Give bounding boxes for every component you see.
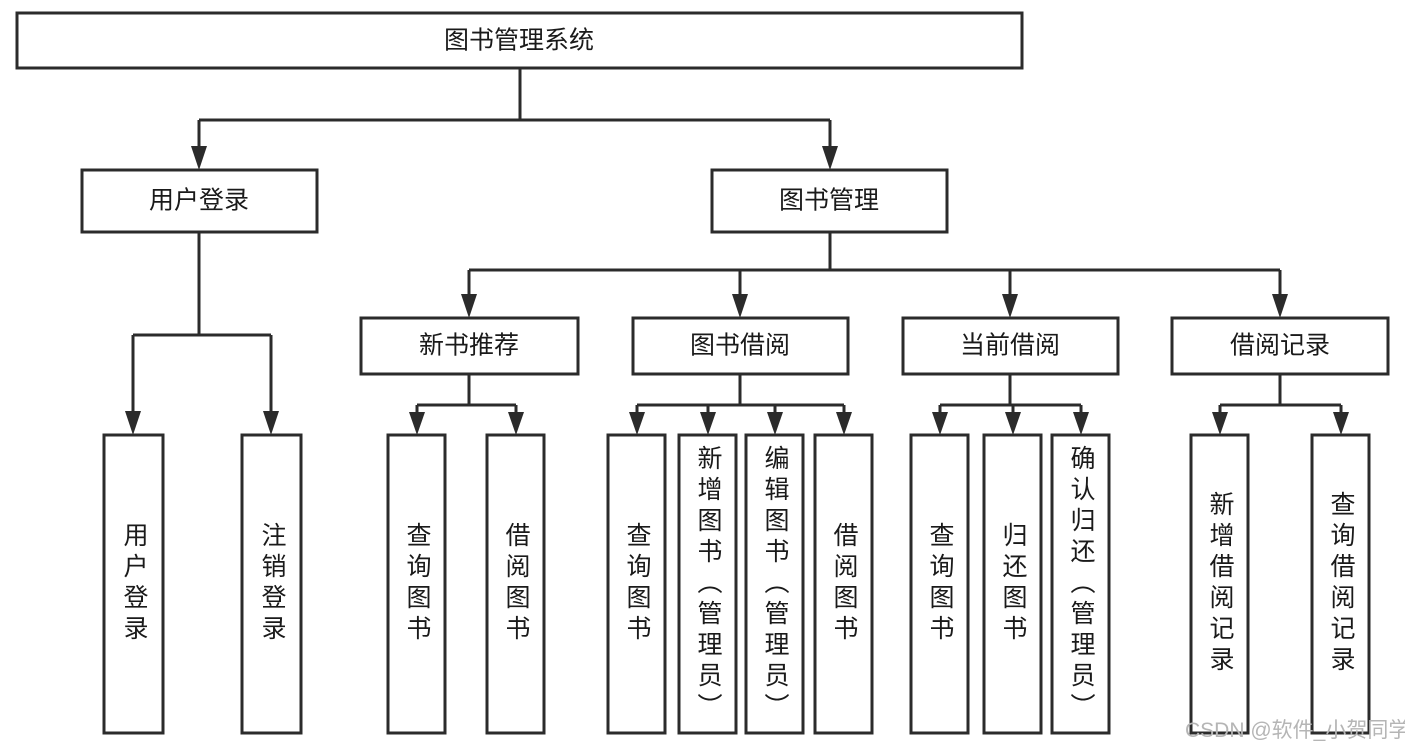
node-current-borrow[interactable]: 当前借阅 bbox=[901, 316, 1120, 376]
arrowhead-leaf-add-book bbox=[700, 412, 716, 435]
node-current-borrow-label: 当前借阅 bbox=[960, 332, 1060, 360]
arrowhead-leaf-edit-book bbox=[767, 412, 783, 435]
arrowhead-leaf-confirm-return bbox=[1073, 412, 1089, 435]
arrowhead-leaf-query-book-3 bbox=[932, 412, 948, 435]
arrowhead-borrow-record bbox=[1272, 294, 1288, 318]
node-leaf-edit-book-rect[interactable] bbox=[744, 433, 805, 735]
node-new-book-rec[interactable]: 新书推荐 bbox=[359, 316, 580, 376]
arrowhead-leaf-query-book-1 bbox=[409, 412, 425, 435]
node-leaf-borrow-book-2-rect[interactable] bbox=[813, 433, 874, 735]
connector-layer bbox=[125, 68, 1349, 435]
node-leaf-query-book-1-rect[interactable] bbox=[386, 433, 447, 735]
arrowhead-user-login bbox=[191, 146, 207, 170]
node-leaf-add-record-rect[interactable] bbox=[1189, 433, 1250, 735]
node-leaf-query-book-2-rect[interactable] bbox=[606, 433, 667, 735]
arrowhead-leaf-add-record bbox=[1212, 412, 1228, 435]
node-root-label: 图书管理系统 bbox=[444, 27, 594, 55]
node-leaf-user-login-rect[interactable] bbox=[102, 433, 165, 735]
node-borrow-record[interactable]: 借阅记录 bbox=[1170, 316, 1390, 376]
node-layer: 图书管理系统 用户登录 图书管理 新书推荐 图书借阅 当前 bbox=[15, 11, 1390, 735]
node-book-borrow[interactable]: 图书借阅 bbox=[631, 316, 850, 376]
arrowhead-current-borrow bbox=[1002, 294, 1018, 318]
node-borrow-record-label: 借阅记录 bbox=[1230, 332, 1330, 360]
node-new-book-rec-rect[interactable] bbox=[359, 316, 580, 376]
arrowhead-leaf-return-book bbox=[1005, 412, 1021, 435]
node-leaf-logout-rect[interactable] bbox=[240, 433, 303, 735]
node-current-borrow-rect[interactable] bbox=[901, 316, 1120, 376]
node-book-manage-label: 图书管理 bbox=[779, 187, 879, 215]
node-user-login-label: 用户登录 bbox=[149, 187, 249, 215]
node-book-manage-rect[interactable] bbox=[710, 168, 949, 234]
node-book-borrow-rect[interactable] bbox=[631, 316, 850, 376]
node-leaf-add-book-rect[interactable] bbox=[677, 433, 738, 735]
node-user-login-rect[interactable] bbox=[80, 168, 319, 234]
node-new-book-rec-label: 新书推荐 bbox=[419, 332, 519, 360]
node-leaf-query-record-rect[interactable] bbox=[1310, 433, 1371, 735]
node-borrow-record-rect[interactable] bbox=[1170, 316, 1390, 376]
node-leaf-return-book-rect[interactable] bbox=[982, 433, 1043, 735]
arrowhead-book-manage bbox=[822, 146, 838, 170]
arrowhead-leaf-query-book-2 bbox=[629, 412, 645, 435]
node-book-borrow-label: 图书借阅 bbox=[690, 332, 790, 360]
node-user-login[interactable]: 用户登录 bbox=[80, 168, 319, 234]
node-root-rect[interactable] bbox=[15, 11, 1024, 70]
node-leaf-confirm-return-rect[interactable] bbox=[1050, 433, 1111, 735]
arrowhead-book-borrow bbox=[732, 294, 748, 318]
node-leaf-borrow-book-1-rect[interactable] bbox=[485, 433, 546, 735]
arrowhead-new-book-rec bbox=[461, 294, 477, 318]
arrowhead-leaf-borrow-book-1 bbox=[508, 412, 524, 435]
arrowhead-leaf-query-record bbox=[1333, 412, 1349, 435]
node-leaf-query-book-3-rect[interactable] bbox=[909, 433, 970, 735]
node-root[interactable]: 图书管理系统 bbox=[15, 11, 1024, 70]
arrowhead-leaf-borrow-book-2 bbox=[836, 412, 852, 435]
csdn-watermark: CSDN @软件_小贺同学 bbox=[1185, 719, 1405, 742]
node-book-manage[interactable]: 图书管理 bbox=[710, 168, 949, 234]
arrowhead-leaf-logout bbox=[263, 411, 279, 435]
arrowhead-leaf-user-login bbox=[125, 411, 141, 435]
